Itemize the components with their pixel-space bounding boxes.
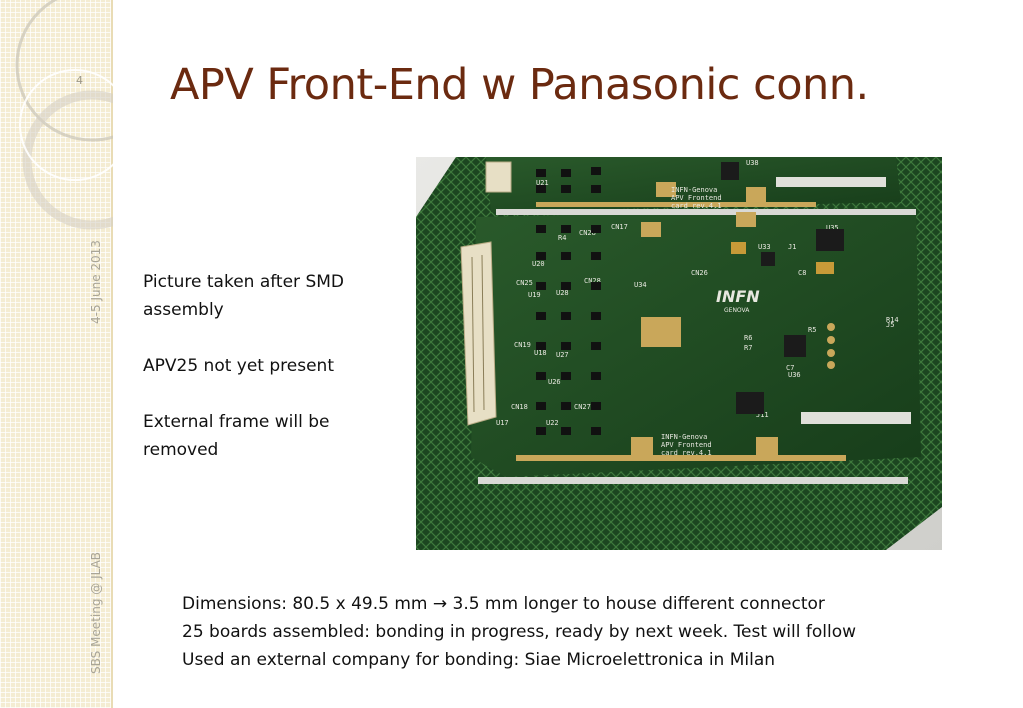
slide-number: 4 (76, 74, 83, 87)
silk-label: U27 (556, 351, 569, 359)
silk-label: INFN-Genova (661, 433, 707, 441)
pcb-photo: INFN-Genova APV Frontend card rev.4.1 IN… (416, 157, 942, 550)
list-item: 25 boards assembled: bonding in progress… (182, 622, 857, 642)
silk-label: CN28 (584, 277, 601, 285)
silk-label: R4 (558, 234, 566, 242)
silk-label: U17 (496, 419, 509, 427)
board-logo: INFN (716, 287, 760, 306)
silk-label: APV Frontend (671, 194, 722, 202)
silk-label: CN19 (514, 341, 531, 349)
silk-label: APV Frontend (661, 441, 712, 449)
silk-label: R14 (886, 316, 899, 324)
silk-label: U20 (532, 260, 545, 268)
silk-label: J11 (756, 411, 769, 419)
silk-label: CN18 (511, 403, 528, 411)
list-item: Used an external company for bonding: Si… (182, 650, 776, 670)
silk-label: U35 (826, 224, 839, 232)
details-list: Dimensions: 80.5 x 49.5 mm → 3.5 mm long… (182, 590, 982, 674)
silk-label: C7 (786, 364, 794, 372)
side-date-label: 4-5 June 2013 (89, 240, 103, 324)
side-meeting-label: SBS Meeting @ JLAB (89, 551, 103, 674)
silk-label: INFN-Genova (671, 186, 717, 194)
silk-label: U28 (556, 289, 569, 297)
silk-label: CN27 (574, 403, 591, 411)
silk-label: U36 (788, 371, 801, 379)
silk-label: U22 (546, 419, 559, 427)
board-logo-sub: GENOVA (724, 307, 750, 314)
photo-notes: Picture taken after SMD assembly APV25 n… (143, 268, 388, 492)
circle-decoration-icon (15, 0, 113, 230)
silk-label: J5 (886, 321, 894, 329)
silk-label: CN25 (516, 279, 533, 287)
silk-label: U26 (548, 378, 561, 386)
decorative-sidebar: 4 4-5 June 2013 SBS Meeting @ JLAB (0, 0, 113, 708)
silk-label: R6 (744, 334, 752, 342)
note-item: External frame will be removed (143, 412, 330, 460)
silk-label: U38 (746, 159, 759, 167)
pcb-board-image: INFN-Genova APV Frontend card rev.4.1 IN… (416, 157, 942, 550)
silk-label: U21 (536, 179, 549, 187)
silk-label: C8 (798, 269, 806, 277)
silk-label: CN28 (579, 229, 596, 237)
silk-label: card rev.4.1 (671, 202, 722, 210)
list-item: Dimensions: 80.5 x 49.5 mm → 3.5 mm long… (182, 594, 825, 614)
silk-label: U19 (528, 291, 541, 299)
silk-label: U18 (534, 349, 547, 357)
silk-label: R5 (808, 326, 816, 334)
silk-label: card rev.4.1 (661, 449, 712, 457)
silk-label: U33 (758, 243, 771, 251)
silk-label: R7 (744, 344, 752, 352)
silk-label: J1 (788, 243, 796, 251)
note-item: APV25 not yet present (143, 356, 335, 376)
slide-title: APV Front-End w Panasonic conn. (170, 60, 869, 110)
silk-label: CN26 (691, 269, 708, 277)
silk-label: U34 (634, 281, 647, 289)
silk-label: CN17 (611, 223, 628, 231)
note-item: Picture taken after SMD assembly (143, 272, 344, 320)
